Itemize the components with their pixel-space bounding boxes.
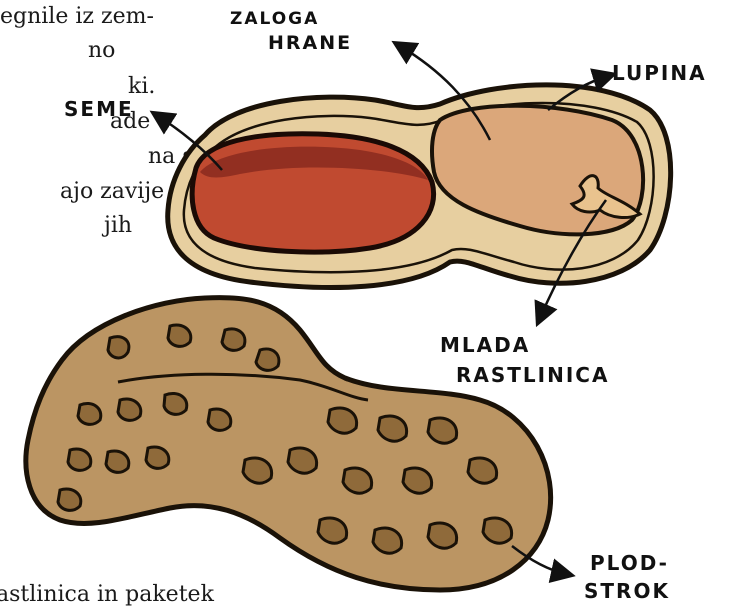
label-pod-1: PLOD-	[590, 550, 669, 576]
label-seed: SEME	[64, 96, 134, 122]
label-food-reserve-2: HRANE	[268, 30, 352, 56]
label-pod-2: STROK	[584, 578, 670, 604]
label-food-reserve-1: ZALOGA	[230, 6, 319, 32]
label-embryo-2: RASTLINICA	[456, 362, 609, 388]
label-shell: LUPINA	[612, 60, 707, 86]
peanut-cross-section	[168, 85, 671, 288]
label-embryo-1: MLADA	[440, 332, 530, 358]
